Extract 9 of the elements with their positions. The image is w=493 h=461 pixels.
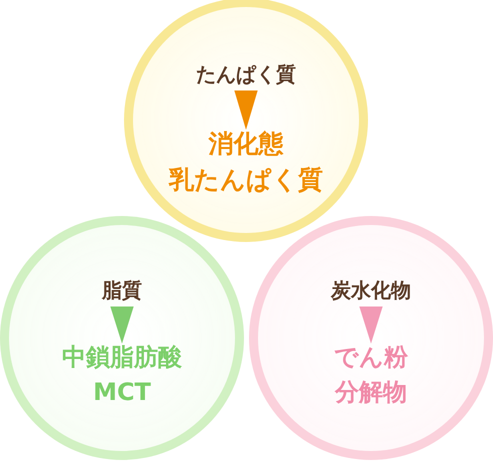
body-text: でん粉分解物 xyxy=(288,340,454,410)
heading-text: たんぱく質 xyxy=(146,60,346,89)
arrow xyxy=(234,90,258,130)
heading-text: 脂質 xyxy=(22,276,222,305)
arrow xyxy=(110,306,134,344)
arrow xyxy=(359,306,383,344)
body-text: 消化態乳たんぱく質 xyxy=(164,126,328,198)
body-text: 中鎖脂肪酸MCT xyxy=(40,340,204,410)
heading-text: 炭水化物 xyxy=(271,276,471,305)
